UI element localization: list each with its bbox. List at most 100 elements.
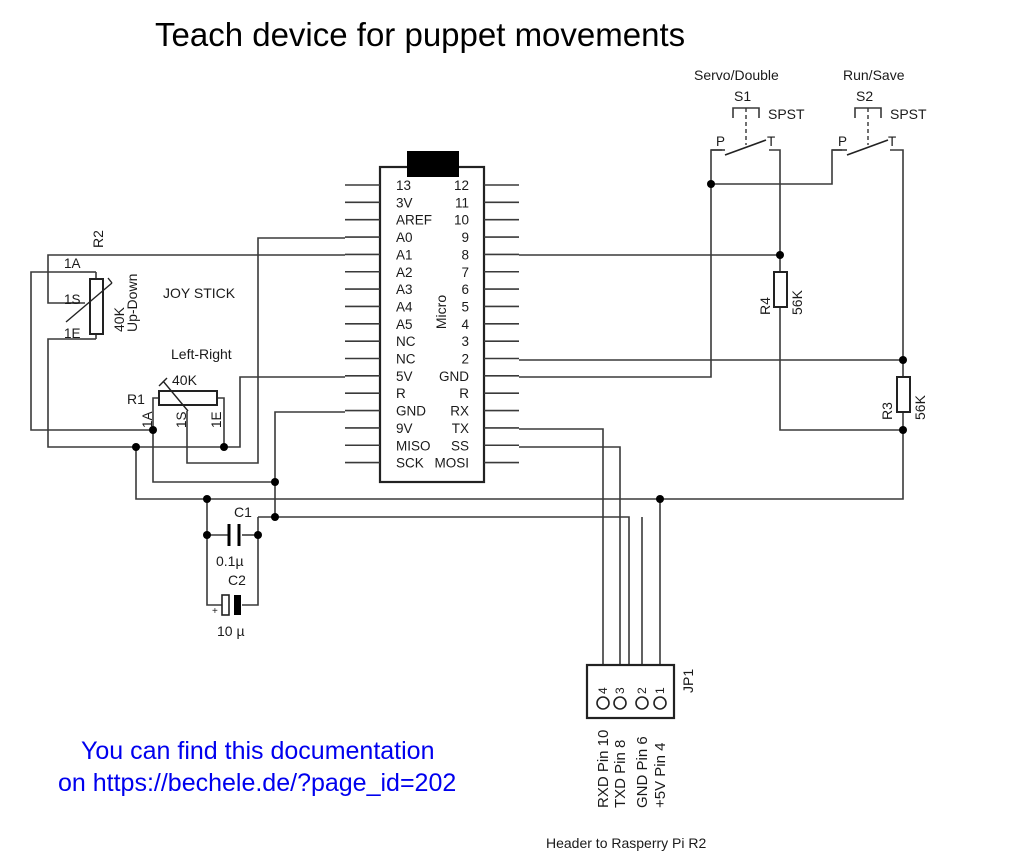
wire-r1-1a — [152, 397, 159, 430]
header-pin-signal: GND Pin 6 — [634, 736, 651, 808]
c1-value: 0.1µ — [216, 553, 244, 569]
r2-ref-label: R2 — [90, 230, 106, 248]
resistor-r4: R4 56K — [757, 271, 805, 315]
r2-value: 40K — [111, 306, 127, 332]
r1-pin-1a: 1A — [140, 411, 155, 428]
c2-polarity: + — [212, 606, 218, 617]
header-pin-number: 2 — [635, 687, 649, 694]
micro-label: Micro — [433, 295, 449, 329]
micro-pin-left-label: AREF — [396, 213, 432, 228]
c1-ref-label: C1 — [234, 504, 252, 520]
micro-pin-right-label: 5 — [461, 299, 469, 314]
s2-function: Run/Save — [843, 67, 905, 83]
c2-value: 10 µ — [217, 623, 245, 639]
r3-value: 56K — [912, 394, 928, 420]
wire-s1-s2 — [711, 149, 842, 185]
micro-pin-left-label: R — [396, 386, 406, 401]
r4-ref-label: R4 — [757, 297, 773, 315]
micro-pin-right-label: 8 — [461, 247, 469, 262]
micro-pin-left-label: 5V — [396, 369, 413, 384]
resistor-r1: Left-Right 40K R1 1A 1S 1E — [127, 346, 232, 428]
wire-cap-left — [206, 499, 222, 606]
r2-function: Up-Down — [124, 274, 140, 332]
diagram-title: Teach device for puppet movements — [155, 16, 685, 53]
micro-pin-right-label: 12 — [454, 178, 469, 193]
usb-connector — [407, 151, 459, 177]
header-caption: Header to Rasperry Pi R2 — [546, 835, 707, 851]
micro-pin-left-label: A5 — [396, 317, 413, 332]
micro-pin-right-label: SS — [451, 438, 469, 453]
micro-pin-left-label: 9V — [396, 421, 413, 436]
s2-pin-p: P — [838, 134, 847, 149]
micro-controller: Micro 133VAREFA0A1A2A3A4A5NCNC5VRGND9VMI… — [345, 151, 519, 484]
micro-pin-left-label: NC — [396, 334, 416, 349]
micro-pin-right-label: MOSI — [434, 456, 469, 471]
wire-s1-t — [769, 149, 781, 272]
micro-pin-left-label: A1 — [396, 247, 413, 262]
s1-type: SPST — [768, 106, 805, 122]
micro-pin-right-label: GND — [439, 369, 469, 384]
wire-5v-r1 — [224, 376, 345, 448]
micro-pin-left-label: 13 — [396, 178, 411, 193]
s2-pin-t: T — [888, 134, 896, 149]
switch-s1: Servo/Double S1 SPST P T — [694, 67, 805, 156]
s2-type: SPST — [890, 106, 927, 122]
s1-ref-label: S1 — [734, 88, 751, 104]
r2-pin-1a: 1A — [64, 256, 81, 271]
micro-pin-left-label: A3 — [396, 282, 413, 297]
resistor-r2: R2 1A 1S 1E 40K Up-Down — [64, 230, 140, 341]
micro-pin-left-label: MISO — [396, 438, 431, 453]
micro-pin-right-label: 11 — [455, 195, 469, 210]
r1-pin-1s: 1S — [174, 411, 189, 428]
s2-ref-label: S2 — [856, 88, 873, 104]
micro-pin-left-label: NC — [396, 352, 416, 367]
wire-rail-3 — [275, 516, 630, 690]
header-pin-circle — [596, 696, 610, 710]
header-pin-signal: RXD Pin 10 — [595, 730, 612, 808]
header-pin-circle — [613, 696, 627, 710]
micro-pin-right-label: 9 — [461, 230, 469, 245]
micro-body — [378, 165, 486, 484]
wire-r4-bottom — [779, 307, 903, 431]
micro-pin-right-label: 4 — [461, 317, 469, 332]
s1-pin-p: P — [716, 134, 725, 149]
c2-ref-label: C2 — [228, 572, 246, 588]
switch-s2: Run/Save S2 SPST P T — [832, 67, 927, 156]
capacitor-c2: + C2 10 µ — [212, 572, 246, 639]
micro-pin-left-label: A0 — [396, 230, 413, 245]
micro-pin-right-label: 7 — [461, 265, 469, 280]
documentation-note-line1: You can find this documentation — [81, 737, 435, 765]
wire-s2-t — [890, 149, 904, 377]
header-pin-signal: TXD Pin 8 — [612, 740, 629, 808]
micro-pin-right-label: RX — [450, 404, 469, 419]
micro-pin-right-label: 10 — [454, 213, 469, 228]
micro-pin-left-label: GND — [396, 404, 426, 419]
micro-pin-left-label: A4 — [396, 299, 413, 314]
r3-ref-label: R3 — [879, 402, 895, 420]
jp1-ref-label: JP1 — [680, 669, 696, 693]
header-pin-signal: +5V Pin 4 — [652, 743, 669, 808]
r1-value: 40K — [172, 372, 198, 388]
wire-cap-right — [242, 517, 259, 606]
s1-pin-t: T — [767, 134, 775, 149]
micro-pin-right-label: 6 — [461, 282, 469, 297]
wire-r1-1e — [216, 397, 225, 447]
header-pin-number: 3 — [613, 687, 627, 694]
wire-gnd — [274, 411, 345, 517]
wire-r2-1a — [30, 271, 153, 431]
header-pin-number: 4 — [596, 687, 610, 694]
micro-pin-right-label: 3 — [461, 334, 469, 349]
wire-rx — [519, 428, 604, 690]
wire-gnd-s1 — [519, 149, 722, 378]
r2-pin-1e: 1E — [64, 326, 81, 341]
r1-pin-1e: 1E — [209, 411, 224, 428]
micro-pin-right-label: 2 — [461, 352, 469, 367]
documentation-note-link[interactable]: on https://bechele.de/?page_id=202 — [58, 769, 456, 797]
wire-tx — [519, 446, 621, 690]
micro-pin-left-label: SCK — [396, 456, 424, 471]
joystick-label: JOY STICK — [163, 285, 236, 301]
junctions — [132, 180, 907, 539]
